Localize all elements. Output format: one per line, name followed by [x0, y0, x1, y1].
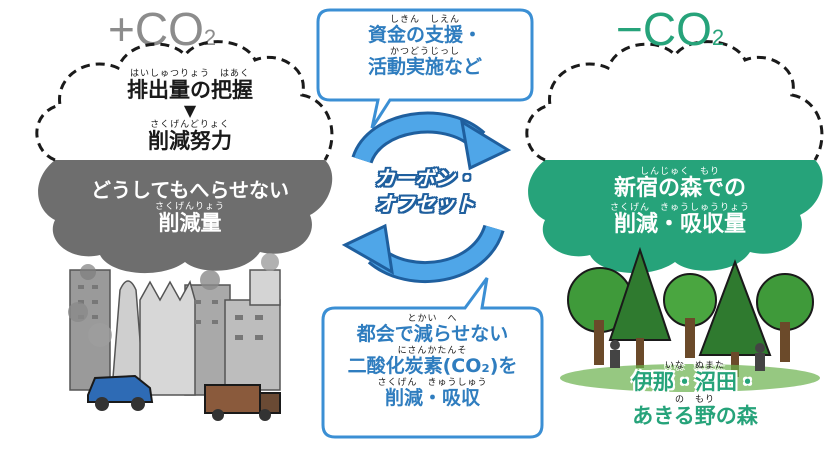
down-arrow-icon: ▼: [183, 101, 197, 120]
bottom-ruby-1: とかい へ: [407, 314, 458, 324]
minus-co2-title: −CO2: [616, 3, 725, 55]
activities-label: 活動実施など: [367, 56, 482, 78]
plus-co2-title: +CO2: [108, 3, 217, 55]
truck-icon: [204, 384, 261, 414]
co2-label: 二酸化炭素(CO₂)を: [347, 355, 518, 377]
left-ruby-1: はいしゅつりょう はあく: [129, 69, 250, 79]
top-ruby-2: かつどうじっし: [389, 47, 460, 57]
forest-illustration: [560, 246, 820, 392]
left-ruby-2: さくげんどりょく: [150, 120, 230, 130]
shinjuku-forest-label: 新宿の森での: [613, 176, 746, 201]
urban-label: 都会で減らせない: [356, 323, 509, 345]
bottom-ruby-3: さくげん きゅうしゅう: [377, 378, 488, 388]
reduce-absorb-label: 削減・吸収: [384, 387, 480, 409]
cycle-arrowhead-bottom: [341, 223, 394, 275]
left-cloud-gray-fill: [38, 160, 333, 274]
ina-numata-label: 伊那・沼田・: [632, 370, 758, 394]
car-icon: [87, 374, 154, 403]
left-ruby-3: さくげんりょう: [154, 202, 225, 212]
unavoidable-label: どうしてもへらせない: [91, 178, 289, 202]
absorption-amount-label: 削減・吸収量: [613, 212, 746, 237]
right-cloud-green-fill: [528, 160, 823, 274]
right-ruby-2: さくげん きゅうしゅうりょう: [609, 203, 750, 213]
funding-support-label: 資金の支援・: [367, 24, 482, 46]
carbon-offset-label: カーボン・ オフセット: [375, 166, 475, 216]
reduction-amount-label: 削減量: [158, 211, 222, 235]
right-ruby-1: しんじゅく もり: [639, 167, 720, 177]
akiruno-forest-label: あきる野の森: [632, 404, 758, 428]
forest-ruby-2: の もり: [674, 395, 715, 405]
emission-tracking-label: 排出量の把握: [127, 78, 253, 102]
forest-ruby-1: いな ぬまた: [664, 361, 725, 371]
city-illustration: [68, 253, 281, 421]
bottom-ruby-2: にさんかたんそ: [397, 346, 468, 356]
top-bubble: [316, 8, 534, 129]
bottom-bubble: [321, 277, 544, 439]
top-ruby-1: しきん しえん: [389, 15, 460, 25]
cycle-arrowhead-top: [459, 118, 512, 171]
right-cloud-outline: [525, 40, 824, 162]
reduction-effort-label: 削減努力: [148, 129, 232, 153]
